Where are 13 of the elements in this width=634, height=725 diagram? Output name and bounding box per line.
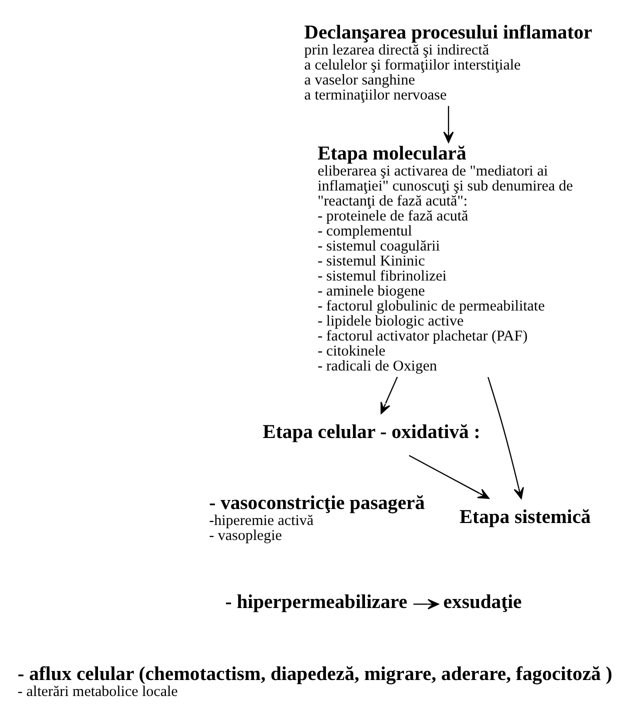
arrow	[443, 106, 454, 143]
node-text: Etapa sistemică	[459, 506, 591, 528]
node-text: Etapa moleculară eliberarea şi activarea de "mediatori ai inflamaţiei" cunoscuţi şi sub denumirea de "reactanţi de fază acută": - proteinele de fază acută - complementul - sistemul coagulării - sistemul Kininic - sistemul fibrinolizei - aminele biogene - factorul globulinic de permeabilitate - lipidele biologic active - factorul activator plachetar (PAF) - citokinele - radicali de Oxigen	[318, 144, 573, 374]
node-text: Etapa celular - oxidativă :	[262, 422, 480, 444]
arrow	[408, 455, 490, 499]
node-text: - hiperpermeabilizare	[225, 592, 408, 613]
node-text: Declanşarea procesului inflamator prin lezarea directă şi indirectă a celulelor şi formaţiilor interstiţiale a vaselor sanghine a terminaţiilor nervoase	[304, 22, 592, 104]
arrow	[413, 598, 439, 610]
arrow	[380, 376, 398, 414]
node-text: exsudaţie	[443, 592, 522, 613]
node-text: - aflux celular (chemotactism, diapedeză, migrare, aderare, fagocitoză ) - alterări metabolice locale	[18, 664, 612, 700]
node-text: - vasoconstricţie pasageră -hiperemie activă - vasoplegie	[209, 493, 425, 544]
arrow	[488, 376, 524, 500]
